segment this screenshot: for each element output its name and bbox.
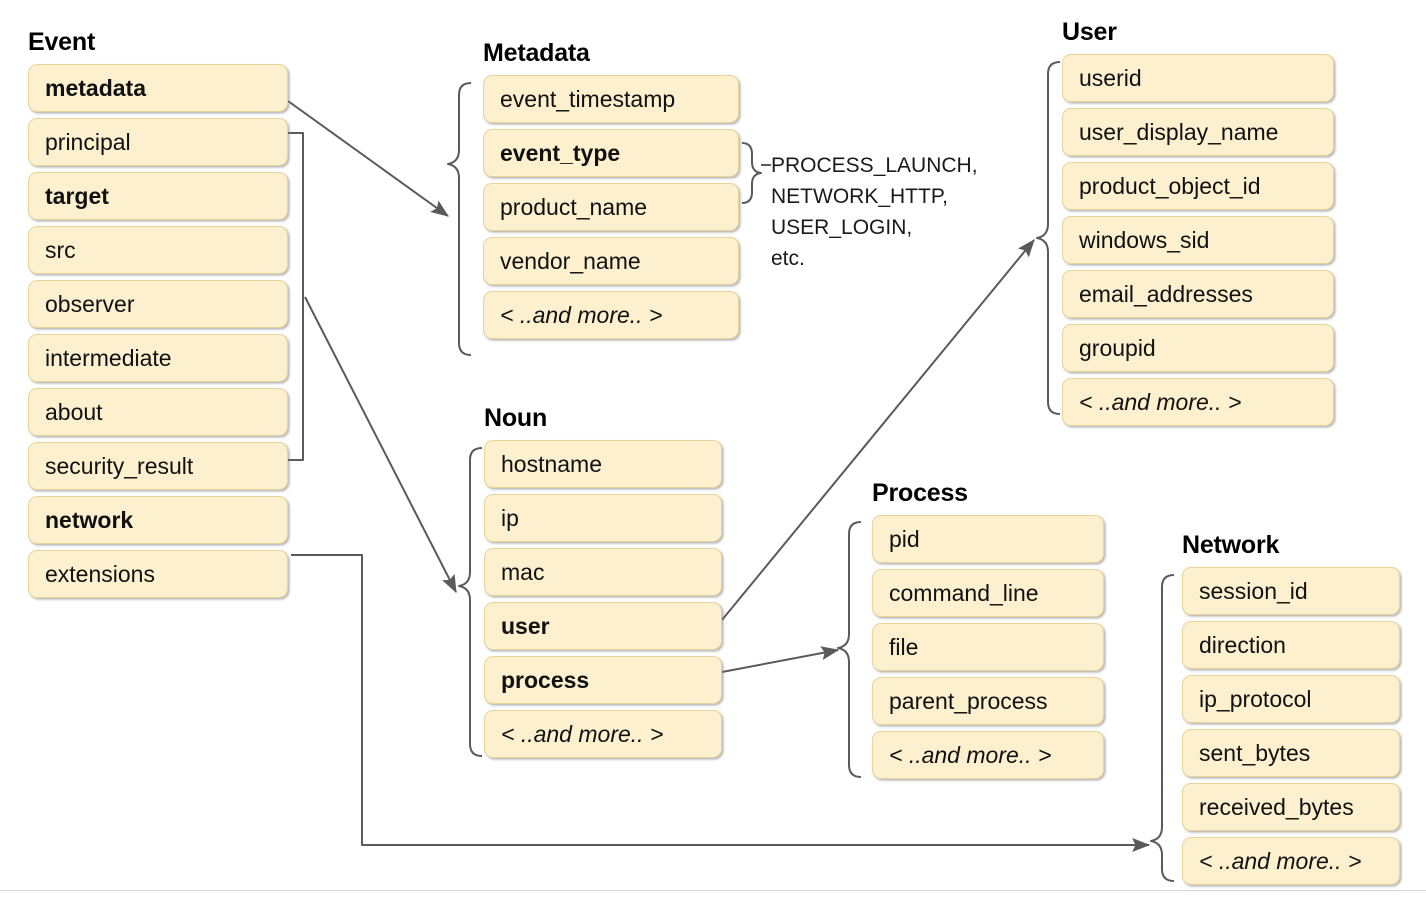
group-event: Event metadata principal target src obse… <box>28 30 288 604</box>
field-event-src[interactable]: src <box>28 226 288 274</box>
bottom-divider <box>0 890 1426 891</box>
field-event-metadata[interactable]: metadata <box>28 64 288 112</box>
field-noun-user[interactable]: user <box>484 602 722 650</box>
group-title-metadata: Metadata <box>483 39 590 67</box>
field-noun-hostname[interactable]: hostname <box>484 440 722 488</box>
field-network-direction[interactable]: direction <box>1182 621 1400 669</box>
field-metadata-event-timestamp[interactable]: event_timestamp <box>483 75 739 123</box>
brace-user <box>1036 61 1061 415</box>
group-title-noun: Noun <box>484 404 548 432</box>
group-title-user: User <box>1062 18 1117 46</box>
field-noun-and-more[interactable]: < ..and more.. > <box>484 710 722 758</box>
group-title-network: Network <box>1182 531 1280 559</box>
field-metadata-event-type[interactable]: event_type <box>483 129 739 177</box>
field-user-product-object-id[interactable]: product_object_id <box>1062 162 1334 210</box>
field-noun-process[interactable]: process <box>484 656 722 704</box>
brace-event-type <box>741 142 762 204</box>
field-event-extensions[interactable]: extensions <box>28 550 288 598</box>
field-process-command-line[interactable]: command_line <box>872 569 1104 617</box>
field-event-security-result[interactable]: security_result <box>28 442 288 490</box>
field-event-target[interactable]: target <box>28 172 288 220</box>
field-user-and-more[interactable]: < ..and more.. > <box>1062 378 1334 426</box>
brace-noun <box>458 447 483 757</box>
field-metadata-product-name[interactable]: product_name <box>483 183 739 231</box>
group-title-process: Process <box>872 479 968 507</box>
field-process-and-more[interactable]: < ..and more.. > <box>872 731 1104 779</box>
field-user-windows-sid[interactable]: windows_sid <box>1062 216 1334 264</box>
field-network-ip-protocol[interactable]: ip_protocol <box>1182 675 1400 723</box>
edge-metadata <box>287 100 449 217</box>
field-process-file[interactable]: file <box>872 623 1104 671</box>
brace-process <box>837 521 862 778</box>
field-event-observer[interactable]: observer <box>28 280 288 328</box>
group-title-event: Event <box>28 28 96 56</box>
field-noun-ip[interactable]: ip <box>484 494 722 542</box>
field-network-and-more[interactable]: < ..and more.. > <box>1182 837 1400 885</box>
field-process-parent-process[interactable]: parent_process <box>872 677 1104 725</box>
group-metadata: Metadata event_timestamp event_type prod… <box>483 41 739 345</box>
field-process-pid[interactable]: pid <box>872 515 1104 563</box>
field-user-groupid[interactable]: groupid <box>1062 324 1334 372</box>
group-network: Network session_id direction ip_protocol… <box>1182 533 1400 891</box>
field-metadata-vendor-name[interactable]: vendor_name <box>483 237 739 285</box>
group-noun: Noun hostname ip mac user process < ..an… <box>484 406 722 764</box>
field-network-sent-bytes[interactable]: sent_bytes <box>1182 729 1400 777</box>
edge-nouns-to-noun <box>304 296 457 594</box>
field-noun-mac[interactable]: mac <box>484 548 722 596</box>
annotation-event-type-enum: PROCESS_LAUNCH, NETWORK_HTTP, USER_LOGIN… <box>771 154 978 270</box>
field-network-received-bytes[interactable]: received_bytes <box>1182 783 1400 831</box>
brace-network <box>1150 574 1175 882</box>
field-event-network[interactable]: network <box>28 496 288 544</box>
field-user-email-addresses[interactable]: email_addresses <box>1062 270 1334 318</box>
field-metadata-and-more[interactable]: < ..and more.. > <box>483 291 739 339</box>
brace-metadata <box>447 82 472 356</box>
group-process: Process pid command_line file parent_pro… <box>872 481 1104 785</box>
field-event-about[interactable]: about <box>28 388 288 436</box>
field-network-session-id[interactable]: session_id <box>1182 567 1400 615</box>
group-user: User userid user_display_name product_ob… <box>1062 20 1334 432</box>
edge-process <box>721 646 840 673</box>
field-event-principal[interactable]: principal <box>28 118 288 166</box>
field-user-userid[interactable]: userid <box>1062 54 1334 102</box>
field-event-intermediate[interactable]: intermediate <box>28 334 288 382</box>
field-user-display-name[interactable]: user_display_name <box>1062 108 1334 156</box>
